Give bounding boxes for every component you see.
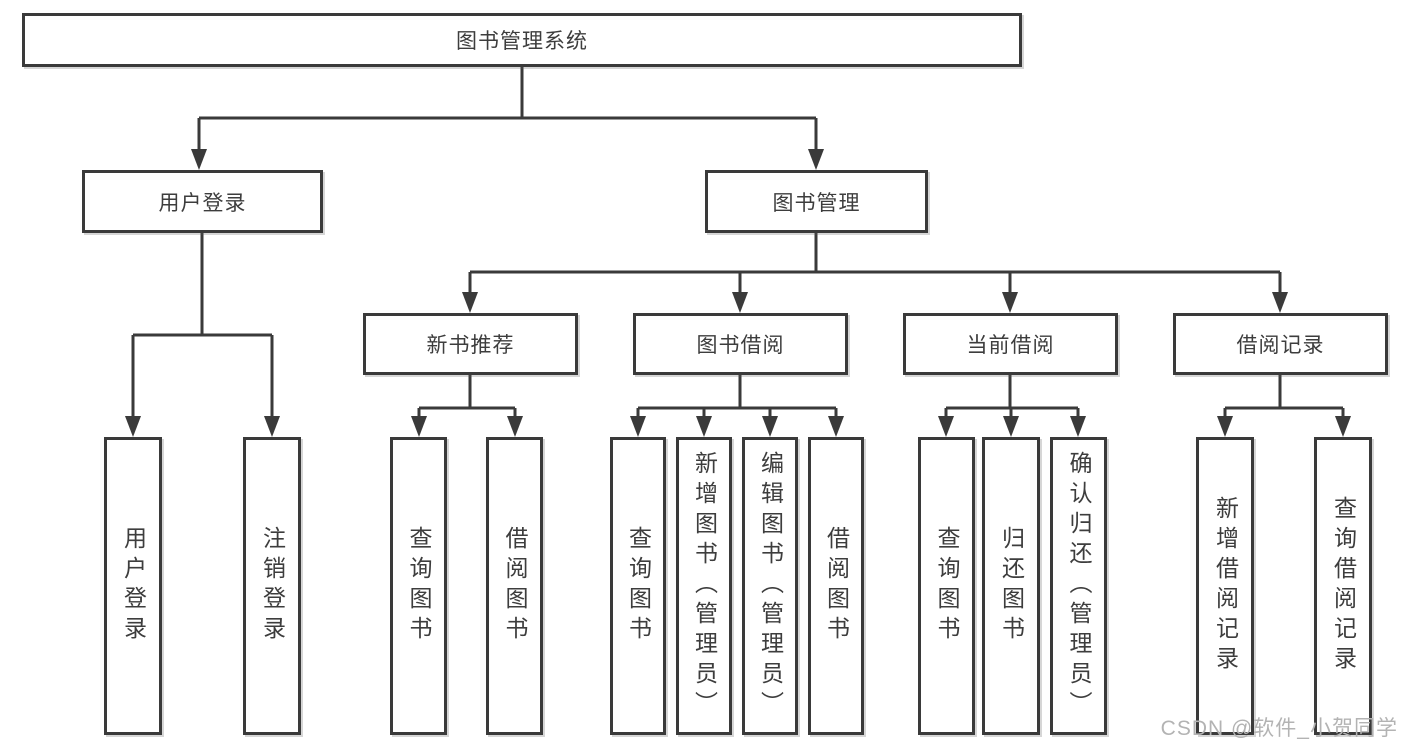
leaf-borrow-add-books-admin: 新增图书（管理员） (676, 437, 732, 735)
node-borrow-records: 借阅记录 (1173, 313, 1388, 375)
leaf-logout: 注销登录 (243, 437, 301, 735)
leaf-recommend-borrow-books-label: 借阅图书 (502, 526, 528, 646)
leaf-borrow-edit-books-admin: 编辑图书（管理员） (742, 437, 798, 735)
node-current-borrow: 当前借阅 (903, 313, 1118, 375)
leaf-borrow-borrow-books: 借阅图书 (808, 437, 864, 735)
leaf-borrow-query-books: 查询图书 (610, 437, 666, 735)
leaf-borrow-query-books-label: 查询图书 (625, 526, 652, 646)
leaf-recommend-query-books: 查询图书 (390, 437, 447, 735)
node-book-borrow: 图书借阅 (633, 313, 848, 375)
leaf-current-query-books: 查询图书 (918, 437, 975, 735)
leaf-user-login: 用户登录 (104, 437, 162, 735)
node-user-login: 用户登录 (82, 170, 323, 233)
leaf-user-login-label: 用户登录 (120, 526, 147, 646)
leaf-records-query-record: 查询借阅记录 (1314, 437, 1372, 735)
leaf-records-add-record-label: 新增借阅记录 (1212, 496, 1239, 676)
leaf-recommend-query-books-label: 查询图书 (406, 526, 432, 646)
node-new-book-recommend: 新书推荐 (363, 313, 578, 375)
leaf-current-return-books: 归还图书 (982, 437, 1040, 735)
node-book-management: 图书管理 (705, 170, 928, 233)
leaf-recommend-borrow-books: 借阅图书 (486, 437, 543, 735)
leaf-current-confirm-return-admin-label: 确认归还（管理员） (1066, 451, 1092, 721)
leaf-borrow-add-books-admin-label: 新增图书（管理员） (691, 451, 718, 721)
leaf-current-return-books-label: 归还图书 (998, 526, 1025, 646)
node-root-system: 图书管理系统 (22, 13, 1022, 67)
leaf-current-confirm-return-admin: 确认归还（管理员） (1050, 437, 1107, 735)
leaf-current-query-books-label: 查询图书 (934, 526, 960, 646)
leaf-records-add-record: 新增借阅记录 (1196, 437, 1254, 735)
leaf-borrow-edit-books-admin-label: 编辑图书（管理员） (757, 451, 784, 721)
leaf-records-query-record-label: 查询借阅记录 (1330, 496, 1357, 676)
leaf-logout-label: 注销登录 (259, 526, 286, 646)
leaf-borrow-borrow-books-label: 借阅图书 (823, 526, 850, 646)
csdn-watermark: CSDN @软件_小贺同学 (1160, 717, 1398, 740)
